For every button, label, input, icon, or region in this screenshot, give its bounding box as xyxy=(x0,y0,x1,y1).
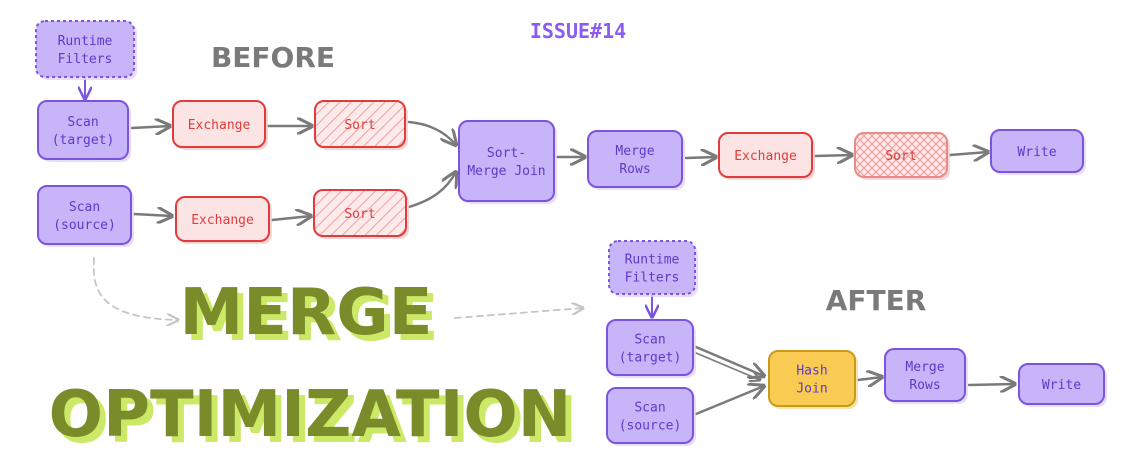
node-box xyxy=(587,130,683,188)
title-line1-shadow: MERGE xyxy=(186,282,439,356)
node-box xyxy=(768,350,856,407)
edge-exchange-to-sort-bottom xyxy=(270,216,311,220)
node-box xyxy=(37,185,132,245)
edge-merge-rows-to-exchange xyxy=(684,157,716,158)
node-box xyxy=(854,132,948,178)
node-label: Merge Join xyxy=(467,164,545,179)
node-scan-target-before: Scan (target) xyxy=(37,100,131,162)
node-label: (source) xyxy=(53,218,116,233)
node-write-after: Write xyxy=(1018,363,1107,407)
node-label: (target) xyxy=(52,133,115,148)
edge-scan-target-to-hash-join xyxy=(694,345,764,376)
node-label: Runtime xyxy=(625,253,680,268)
node-box xyxy=(606,319,694,376)
node-box xyxy=(314,100,406,148)
node-write-before: Write xyxy=(990,129,1086,175)
node-label: Scan xyxy=(69,200,100,215)
node-sort-after-merge: Sort xyxy=(854,132,950,180)
node-exchange-bottom: Exchange xyxy=(175,196,272,244)
edges xyxy=(85,76,1015,416)
node-label: Exchange xyxy=(191,213,254,228)
node-box xyxy=(608,240,696,295)
node-label: Merge xyxy=(905,360,944,375)
issue-label: ISSUE#14 xyxy=(530,19,626,43)
edge-dashed-scan-to-title xyxy=(92,257,178,320)
node-box xyxy=(458,120,555,202)
edge-scan-target-to-exchange xyxy=(130,126,170,128)
node-label: Rows xyxy=(619,162,650,177)
node-box xyxy=(718,132,813,178)
node-label: Filters xyxy=(58,52,113,67)
after-heading: AFTER xyxy=(826,284,927,317)
edge-sort-top-to-join xyxy=(407,120,456,145)
node-label: Write xyxy=(1042,378,1081,393)
node-box xyxy=(1018,363,1105,405)
node-label: Exchange xyxy=(188,118,251,133)
edge-scan-source-to-hash-join xyxy=(694,386,764,416)
edge-scan-source-to-exchange xyxy=(132,214,172,216)
edge-hash-join-to-merge-rows xyxy=(856,377,882,380)
node-box xyxy=(35,20,135,78)
node-sort-top: Sort xyxy=(314,100,408,150)
node-box xyxy=(313,189,407,237)
title-line2: OPTIMIZATION xyxy=(49,378,572,452)
title-line2-shadow: OPTIMIZATION xyxy=(55,384,578,458)
node-label: Runtime xyxy=(58,34,113,49)
node-box xyxy=(606,387,694,444)
node-label: Scan xyxy=(67,115,98,130)
node-scan-source-before: Scan (source) xyxy=(37,185,134,247)
node-label: Merge xyxy=(615,144,654,159)
node-label: Join xyxy=(796,382,827,397)
title: MERGE MERGE OPTIMIZATION OPTIMIZATION xyxy=(49,276,578,458)
node-label: Sort- xyxy=(487,146,526,161)
node-box xyxy=(884,348,966,402)
node-scan-target-after: Scan (target) xyxy=(606,319,696,378)
node-label: Sort xyxy=(885,149,916,164)
before-heading: BEFORE xyxy=(211,41,335,74)
edge-exchange-to-sort-after xyxy=(813,155,852,156)
title-line1: MERGE xyxy=(180,276,433,350)
edge-sort-bottom-to-join xyxy=(407,172,456,209)
node-label: Sort xyxy=(344,207,375,222)
node-label: Rows xyxy=(909,378,940,393)
edge-scan-target-to-hash-join-2 xyxy=(695,352,760,380)
node-sort-bottom: Sort xyxy=(313,189,409,239)
node-exchange-top: Exchange xyxy=(172,100,268,150)
edge-merge-rows-to-write xyxy=(967,384,1015,385)
node-label: Write xyxy=(1017,145,1056,160)
node-label: Exchange xyxy=(734,149,797,164)
edge-dashed-title-to-after xyxy=(454,308,583,319)
edge-sort-after-to-write xyxy=(948,152,988,155)
node-label: Filters xyxy=(625,271,680,286)
node-box xyxy=(990,129,1084,173)
node-label: (target) xyxy=(619,351,682,366)
node-sort-merge-join: Sort- Merge Join xyxy=(458,120,557,204)
node-box xyxy=(175,196,270,242)
node-label: (source) xyxy=(619,419,682,434)
node-scan-source-after: Scan (source) xyxy=(606,387,696,446)
node-label: Sort xyxy=(344,118,375,133)
node-label: Scan xyxy=(634,401,665,416)
node-box xyxy=(172,100,266,148)
node-label: Scan xyxy=(634,333,665,348)
node-box xyxy=(37,100,129,160)
node-label: Hash xyxy=(796,364,827,379)
node-exchange-after-merge: Exchange xyxy=(718,132,815,180)
